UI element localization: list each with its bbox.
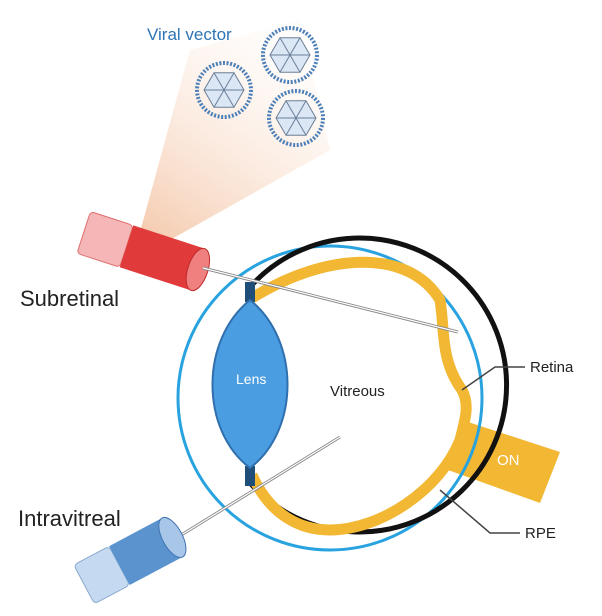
needle-highlight — [202, 267, 459, 333]
ciliary-body — [245, 466, 255, 486]
vitreous-label: Vitreous — [330, 383, 385, 400]
intravitreal-label: Intravitreal — [18, 506, 121, 531]
retina-leader-line — [461, 366, 525, 391]
retina-label: Retina — [530, 359, 574, 376]
sclera — [176, 244, 484, 552]
viral-vector-label: Viral vector — [147, 25, 232, 44]
subretinal-label: Subretinal — [20, 286, 120, 311]
lens — [211, 298, 289, 470]
intravitreal-syringe — [74, 516, 187, 603]
optic-nerve-label: ON — [497, 452, 520, 469]
retina-layer — [246, 256, 472, 536]
rpe-label: RPE — [525, 525, 556, 542]
needle-highlight — [177, 436, 341, 538]
magnification-beam — [140, 20, 330, 240]
lens-label: Lens — [236, 371, 267, 387]
ciliary-body — [245, 282, 255, 302]
rpe-leader-line — [439, 489, 520, 534]
subretinal-syringe — [77, 212, 211, 292]
